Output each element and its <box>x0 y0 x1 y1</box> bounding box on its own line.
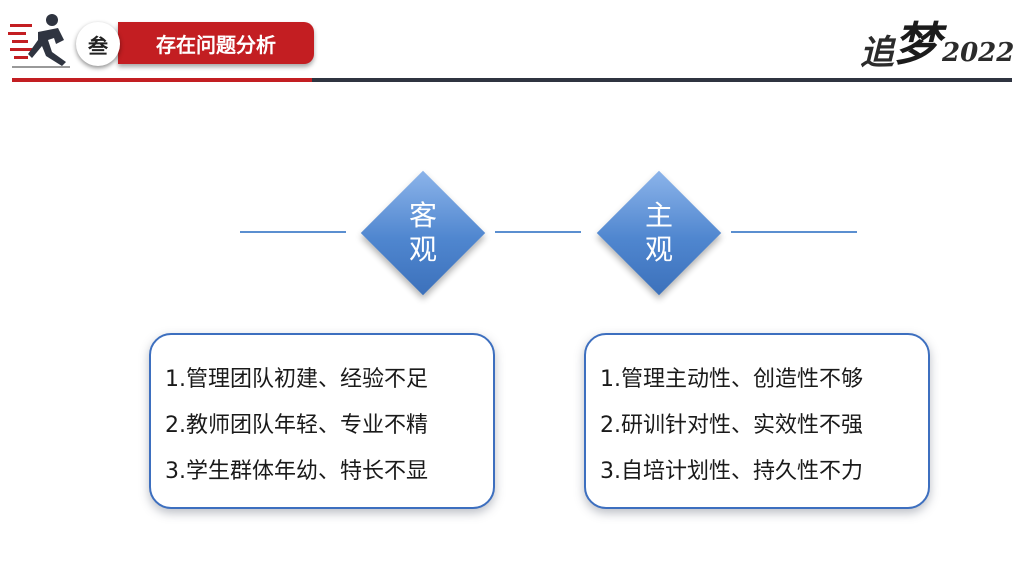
section-badge: 叁 <box>76 22 120 66</box>
objective-label: 客 观 <box>361 199 485 267</box>
subjective-label-line1: 主 <box>644 199 673 232</box>
logo-char-1: 追 <box>860 33 894 73</box>
runner-logo-icon <box>8 14 70 68</box>
objective-label-line1: 客 <box>408 199 437 232</box>
connector-line-middle <box>495 231 581 233</box>
header-rule-dark <box>312 78 1012 82</box>
objective-issue-2: 2.教师团队年轻、专业不精 <box>165 413 428 438</box>
header-rule-red <box>12 78 312 82</box>
subjective-issue-2: 2.研训针对性、实效性不强 <box>600 413 863 438</box>
objective-label-line2: 观 <box>408 233 437 266</box>
subjective-label: 主 观 <box>597 199 721 267</box>
objective-issue-3: 3.学生群体年幼、特长不显 <box>165 459 428 484</box>
connector-line-right <box>731 231 857 233</box>
logo-year: 2022 <box>942 38 1015 68</box>
logo-char-2: 梦 <box>894 17 940 71</box>
objective-issue-1: 1.管理团队初建、经验不足 <box>165 367 428 392</box>
subjective-issue-3: 3.自培计划性、持久性不力 <box>600 459 863 484</box>
subjective-issues-box: 1.管理主动性、创造性不够 2.研训针对性、实效性不强 3.自培计划性、持久性不… <box>584 333 930 509</box>
section-title: 存在问题分析 <box>118 22 314 64</box>
connector-line-left <box>240 231 346 233</box>
subjective-label-line2: 观 <box>644 233 673 266</box>
objective-issues-box: 1.管理团队初建、经验不足 2.教师团队年轻、专业不精 3.学生群体年幼、特长不… <box>149 333 495 509</box>
subjective-issue-1: 1.管理主动性、创造性不够 <box>600 367 863 392</box>
brand-logo: 追 梦 2022 <box>860 14 1014 74</box>
